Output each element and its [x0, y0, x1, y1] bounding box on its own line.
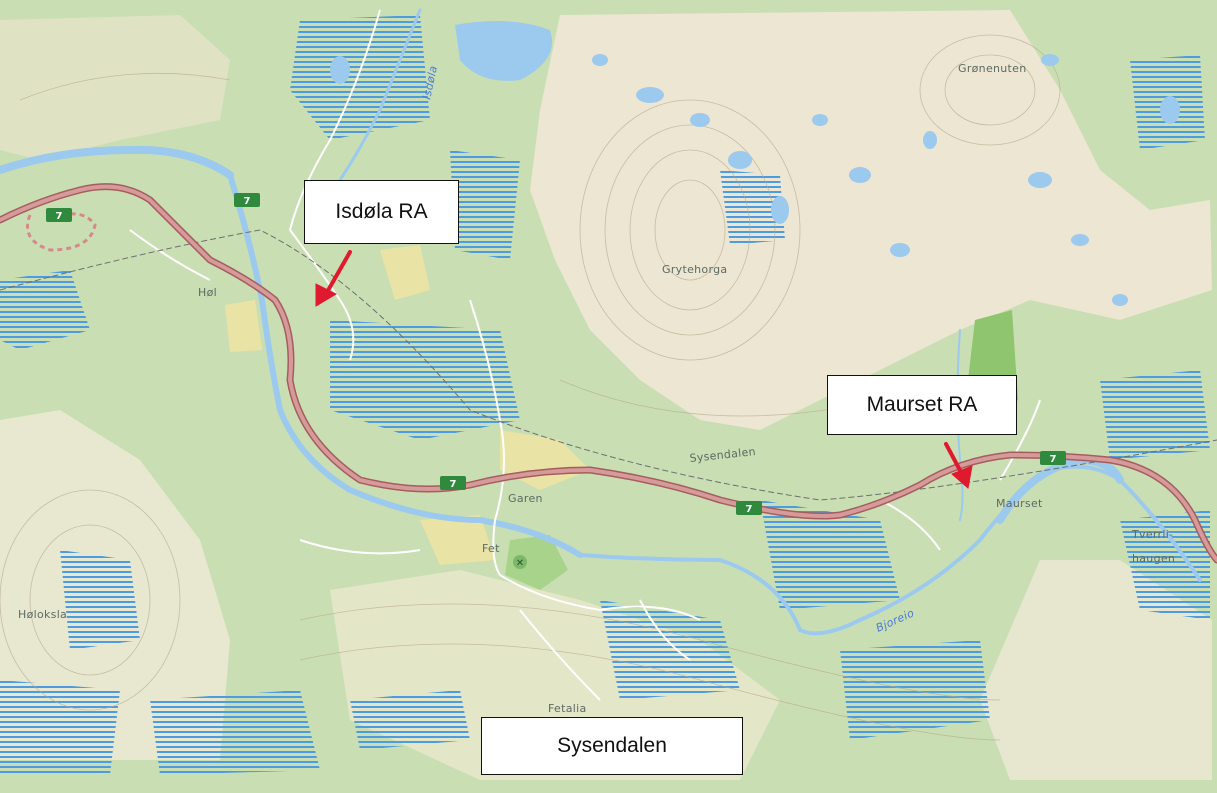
- farmland-patch: [225, 300, 262, 352]
- road-shield: 7: [440, 476, 466, 490]
- svg-text:7: 7: [746, 504, 753, 515]
- road-shield: 7: [234, 193, 260, 207]
- place-label-haugen: haugen: [1132, 552, 1175, 565]
- minor-roads: [129, 9, 1041, 701]
- marsh-areas: [0, 15, 1210, 775]
- place-label-grytehorga: Grytehorga: [662, 263, 727, 276]
- svg-text:7: 7: [244, 196, 251, 207]
- lakes: [330, 21, 1180, 306]
- contour-lines: [0, 34, 1061, 741]
- callout-isdola-ra: Isdøla RA: [304, 180, 459, 244]
- road-7-tunnel: [26, 212, 97, 252]
- open-land-east: [980, 560, 1212, 780]
- power-line: [0, 229, 1217, 501]
- place-label-hol: Høl: [198, 286, 217, 299]
- farmland-patch: [420, 515, 495, 565]
- place-label-fetalia: Fetalia: [548, 702, 587, 715]
- road-shield: 7: [1040, 451, 1066, 465]
- svg-text:7: 7: [1050, 454, 1057, 465]
- callout-sysendalen-text: Sysendalen: [557, 734, 667, 757]
- place-label-tverrli: Tverrli-: [1131, 528, 1173, 541]
- park-fet: [505, 535, 568, 590]
- callout-sysendalen: Sysendalen: [481, 717, 743, 775]
- place-label-holoksla: Høloksla: [18, 608, 67, 621]
- hiking-poi-icon: ✕: [513, 555, 527, 569]
- arrow-maurset: [944, 442, 973, 489]
- road-shield: 7: [46, 208, 72, 222]
- place-label-fet: Fet: [482, 542, 500, 555]
- callout-maurset-ra-text: Maurset RA: [866, 393, 978, 416]
- arrow-isdola: [315, 250, 352, 307]
- place-label-maurset: Maurset: [996, 497, 1043, 510]
- callout-isdola-ra-text: Isdøla RA: [335, 200, 428, 223]
- svg-text:✕: ✕: [516, 558, 524, 569]
- place-label-gronenuten: Grønenuten: [958, 62, 1027, 75]
- svg-text:7: 7: [56, 211, 63, 222]
- open-land-northwest: [0, 15, 230, 160]
- road-shield: 7: [736, 501, 762, 515]
- farmland-patch: [380, 245, 430, 300]
- rivers: [0, 8, 1202, 636]
- svg-text:7: 7: [450, 479, 457, 490]
- callout-maurset-ra: Maurset RA: [827, 375, 1017, 435]
- place-label-garen: Garen: [508, 492, 543, 505]
